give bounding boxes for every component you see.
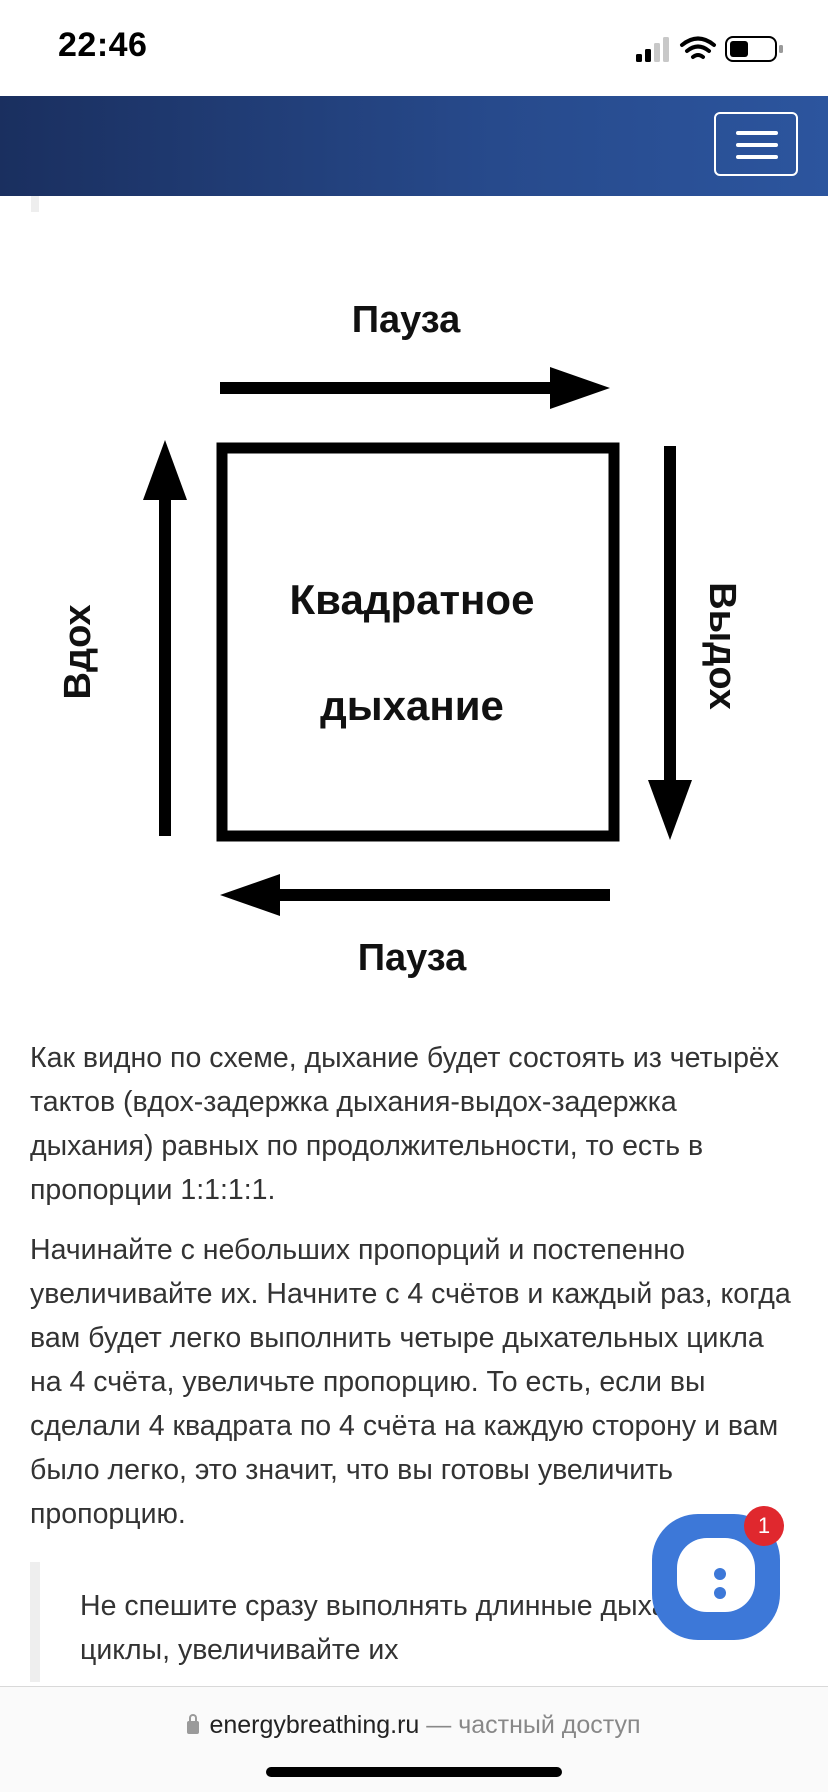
signal-icon bbox=[636, 37, 669, 62]
site-domain: energybreathing.ru bbox=[209, 1711, 420, 1739]
browser-address-bar[interactable]: energybreathing.ru — частный доступ bbox=[0, 1686, 828, 1792]
previous-quote-border bbox=[31, 196, 39, 212]
hamburger-menu-icon bbox=[736, 131, 778, 135]
diagram-square bbox=[216, 442, 620, 842]
chat-dot bbox=[714, 1587, 726, 1599]
article-paragraph-1: Как видно по схеме, дыхание будет состоя… bbox=[30, 1042, 780, 1206]
site-header bbox=[0, 96, 828, 196]
arrow-left-icon bbox=[220, 874, 610, 916]
diagram-bottom-label: Пауза bbox=[358, 937, 467, 979]
square-breathing-diagram: Пауза Квадратное дыхание Вдох Выдох Пауз… bbox=[57, 299, 743, 979]
wifi-icon bbox=[680, 36, 716, 59]
lock-icon bbox=[187, 1714, 200, 1734]
diagram-left-label: Вдох bbox=[57, 605, 99, 700]
diagram-right-label: Выдох bbox=[701, 582, 743, 709]
arrow-up-icon bbox=[143, 440, 187, 836]
chat-notification-badge: 1 bbox=[744, 1506, 784, 1546]
arrow-right-icon bbox=[220, 367, 610, 409]
chat-dot bbox=[714, 1568, 726, 1580]
diagram-center-line2: дыхание bbox=[320, 682, 504, 729]
hamburger-menu-bar bbox=[736, 155, 778, 159]
status-time: 22:46 bbox=[58, 26, 148, 64]
status-icons bbox=[636, 36, 783, 62]
article-paragraph-2: Начинайте с небольших пропорций и постеп… bbox=[30, 1234, 791, 1530]
arrow-down-icon bbox=[648, 446, 692, 840]
hamburger-menu-bar bbox=[736, 143, 778, 147]
diagram-center-line1: Квадратное bbox=[290, 576, 535, 623]
home-indicator[interactable] bbox=[266, 1767, 562, 1777]
url-line[interactable]: energybreathing.ru — частный доступ bbox=[0, 1711, 828, 1740]
article-body: Как видно по схеме, дыхание будет состоя… bbox=[30, 1036, 800, 1552]
status-bar: 22:46 bbox=[0, 0, 828, 96]
private-access-note: — частный доступ bbox=[419, 1711, 641, 1739]
battery-icon bbox=[725, 36, 783, 62]
menu-button[interactable] bbox=[714, 112, 798, 176]
diagram-top-label: Пауза bbox=[352, 299, 461, 341]
